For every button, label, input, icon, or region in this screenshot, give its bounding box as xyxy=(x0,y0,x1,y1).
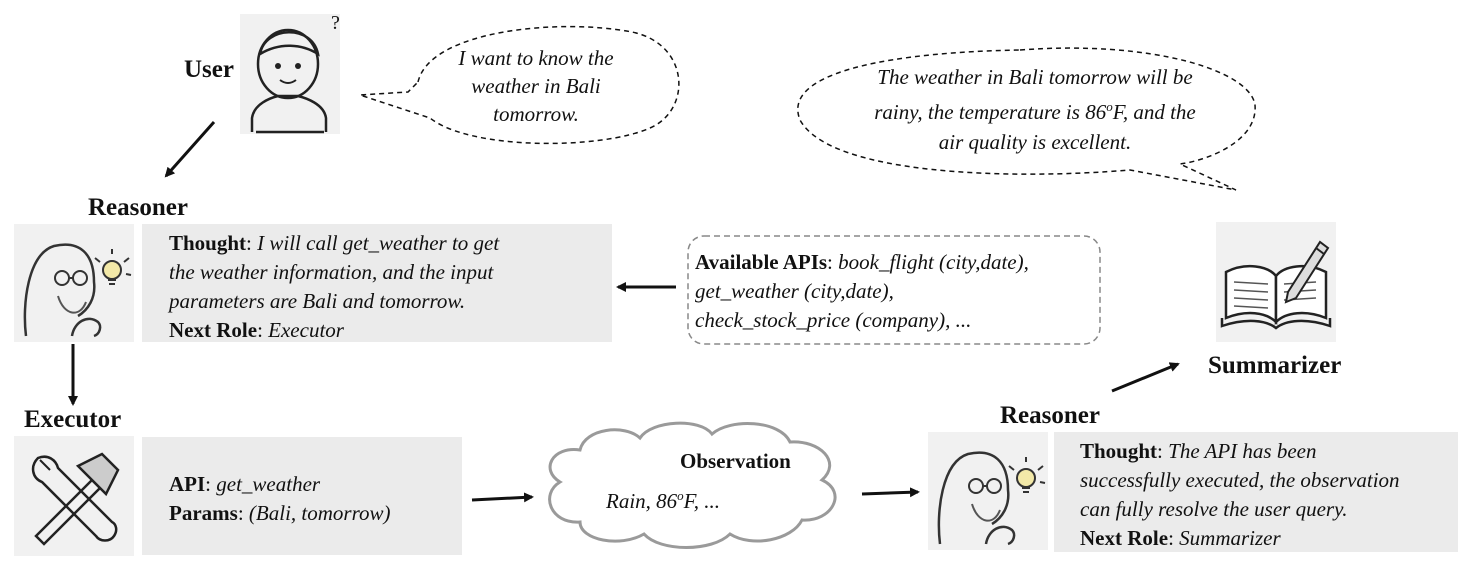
apis-text: Available APIs: book_flight (city,date),… xyxy=(695,250,1029,332)
user-label: User xyxy=(184,56,234,83)
answer-speech-text: The weather in Bali tomorrow will be rai… xyxy=(874,65,1196,154)
user-speech-bubble xyxy=(359,25,680,145)
arrow-executor-to-observation xyxy=(471,492,534,503)
reasoner-thought-box-2: Thought: The API has been successfully e… xyxy=(1054,432,1458,552)
user-avatar-icon xyxy=(240,14,340,134)
thinker-lightbulb-icon-2 xyxy=(928,432,1048,550)
arrow-user-to-reasoner xyxy=(164,121,216,178)
executor-call-box: API: get_weather Params: (Bali, tomorrow… xyxy=(142,437,462,555)
reasoner-thought-box: Thought: I will call get_weather to get … xyxy=(142,224,612,342)
question-mark: ? xyxy=(331,12,340,34)
answer-speech-bubble xyxy=(797,47,1256,191)
summarizer-label: Summarizer xyxy=(1208,352,1342,379)
arrow-reasoner-to-summarizer xyxy=(1111,362,1180,393)
observation-title: Observation xyxy=(680,449,791,473)
observation-text: Rain, 86oF, ... xyxy=(606,488,721,513)
book-pen-icon xyxy=(1216,222,1336,342)
arrow-observation-to-reasoner xyxy=(861,487,920,498)
user-speech-text: I want to know the weather in Bali tomor… xyxy=(458,46,614,126)
reasoner-label: Reasoner xyxy=(88,194,188,221)
cloud-icon xyxy=(548,421,837,549)
executor-label: Executor xyxy=(24,406,122,433)
reasoner-label-2: Reasoner xyxy=(1000,402,1100,429)
thinker-lightbulb-icon xyxy=(14,224,134,342)
tools-icon xyxy=(14,436,134,556)
apis-box-border xyxy=(687,235,1101,345)
